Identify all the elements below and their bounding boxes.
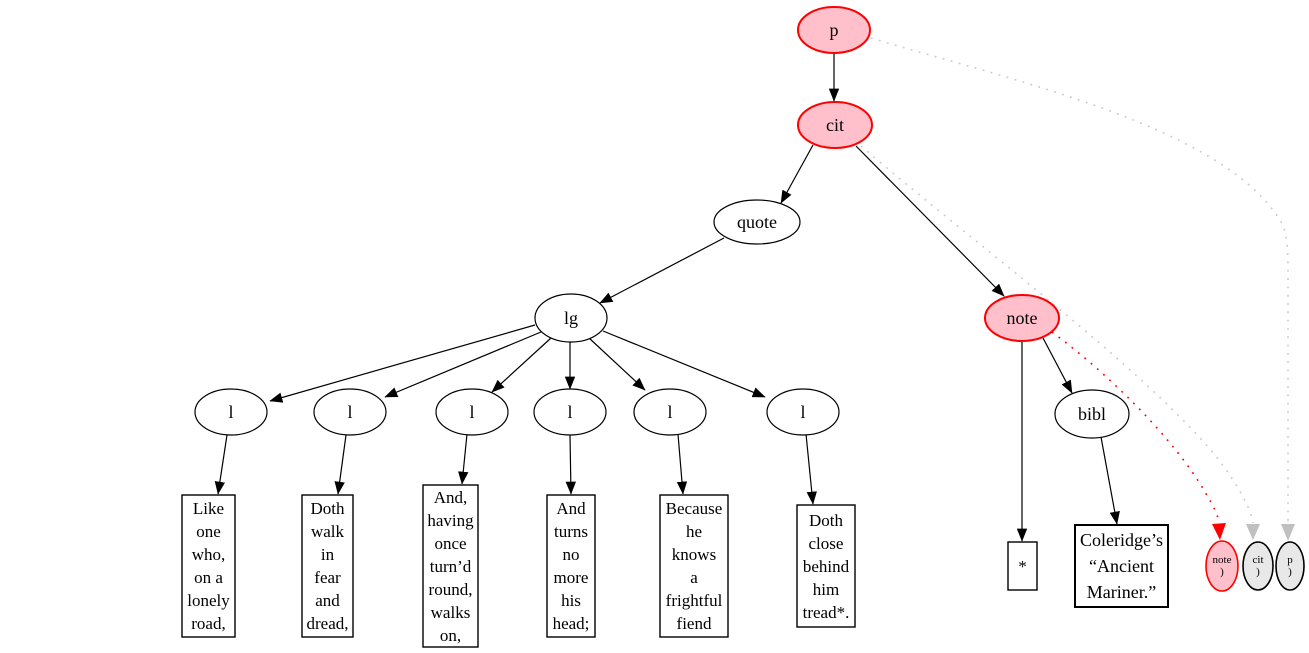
gray-arrowhead-p-close — [1281, 524, 1295, 541]
end-note-ellipse — [1205, 540, 1239, 592]
edge-l4-text — [565, 434, 576, 495]
node-cit-ellipse — [797, 101, 873, 149]
edge-cit-quote — [780, 144, 814, 204]
leaf-asterisk-box — [1007, 541, 1038, 591]
node-l5-ellipse — [633, 388, 707, 436]
edge-l1-text — [214, 434, 228, 495]
node-l3-ellipse — [435, 388, 509, 436]
edge-cit-note — [855, 145, 1005, 297]
edge-lg-l5 — [588, 337, 646, 391]
edge-lg-l3 — [491, 337, 552, 393]
node-l4-ellipse — [533, 388, 607, 436]
edge-l6-text — [805, 433, 817, 505]
edge-cit-close-dotted — [860, 145, 1254, 524]
end-cit-ellipse — [1242, 541, 1274, 591]
node-quote-ellipse — [713, 199, 801, 245]
node-l1-ellipse — [194, 388, 268, 436]
node-p-ellipse — [797, 6, 871, 54]
leaf-line2-box — [301, 494, 354, 638]
edge-l5-text — [676, 433, 688, 495]
edge-lg-l1 — [269, 324, 536, 403]
leaf-line1-box — [181, 494, 236, 638]
edge-p-close-dotted — [870, 37, 1289, 523]
edge-lg-l2 — [384, 331, 542, 398]
red-arrowhead-note-close — [1212, 523, 1226, 540]
edge-bibl-citation — [1100, 436, 1120, 525]
leaf-line5-box — [659, 494, 729, 638]
edge-note-bibl — [1042, 337, 1073, 394]
gray-arrowhead-cit-close — [1246, 524, 1260, 540]
edge-lg-l6 — [602, 330, 766, 398]
edge-l2-text — [334, 434, 347, 495]
leaf-citation-box — [1074, 524, 1169, 608]
node-note-ellipse — [984, 294, 1060, 342]
leaf-line4-box — [546, 494, 596, 638]
node-bibl-ellipse — [1054, 389, 1130, 439]
end-p-ellipse — [1275, 541, 1305, 591]
node-l2-ellipse — [313, 388, 387, 436]
edge-l3-text — [458, 433, 469, 485]
leaf-line6-box — [796, 504, 856, 628]
edge-quote-lg — [599, 237, 725, 304]
node-l6-ellipse — [766, 388, 840, 436]
leaf-line3-box — [422, 484, 479, 648]
node-lg-ellipse — [534, 293, 608, 343]
